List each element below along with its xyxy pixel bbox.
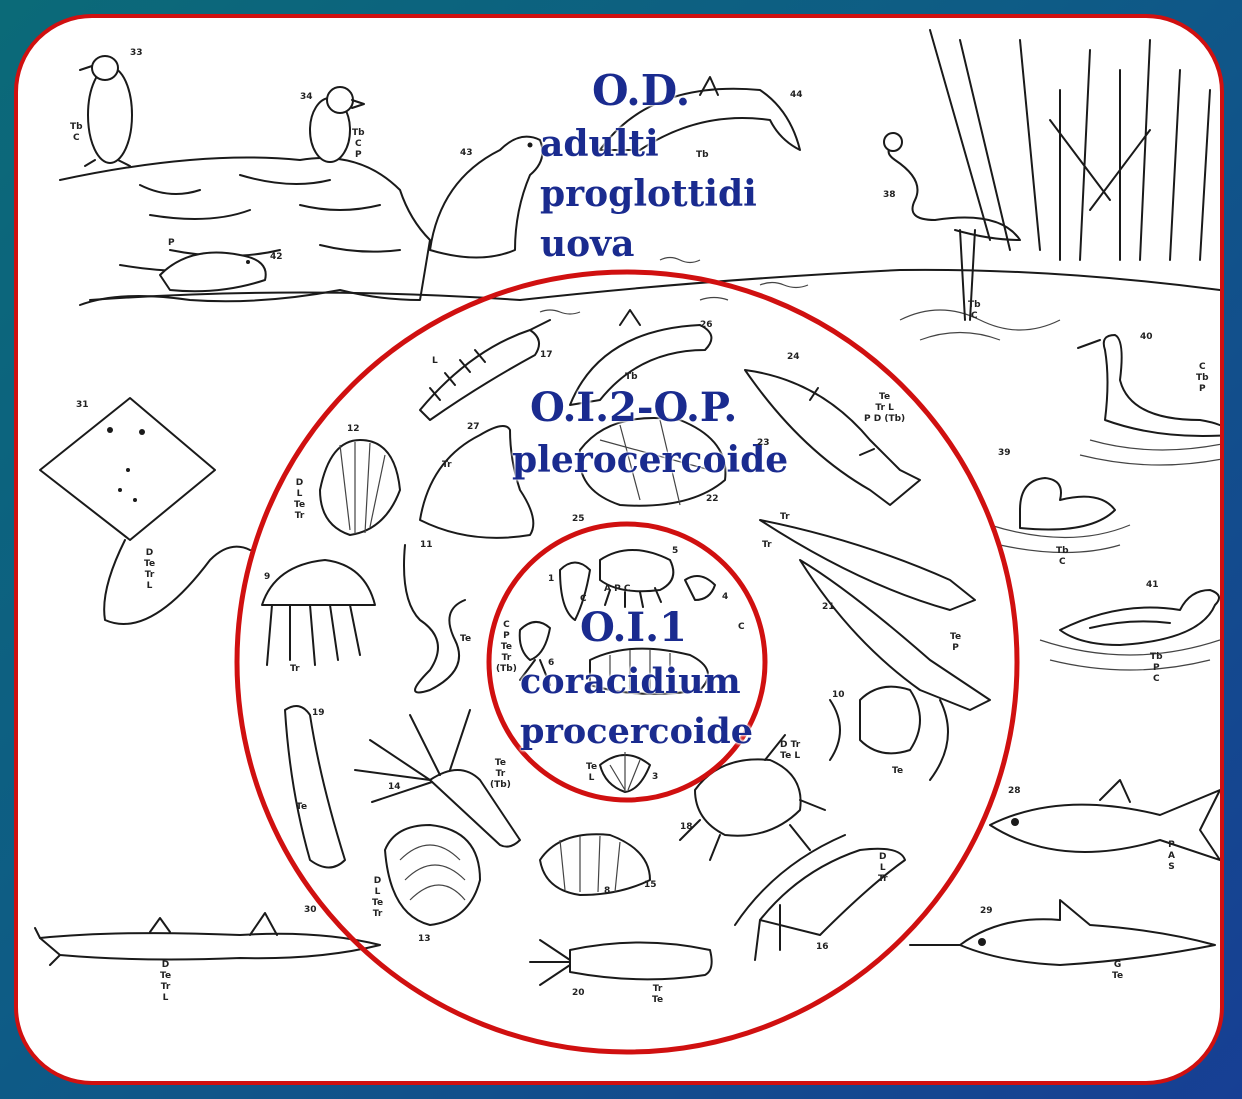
duck-figure: [990, 478, 1130, 553]
ratfish-figure: [910, 900, 1215, 965]
organism-host-codes-22: Tr: [762, 540, 772, 551]
organism-number-10: 10: [832, 690, 845, 701]
organism-host-codes-5: A P C: [604, 584, 630, 595]
organism-host-codes-17: L: [432, 356, 438, 367]
organism-number-19: 19: [312, 708, 325, 719]
organism-number-21: 21: [822, 602, 835, 613]
organism-number-31: 31: [76, 400, 89, 411]
organism-host-codes-3: Te L: [586, 762, 597, 784]
organism-host-codes-19: Te: [296, 802, 307, 813]
organism-number-30: 30: [304, 905, 317, 916]
organism-host-codes-21: Te P: [950, 632, 961, 654]
inner-zone-line-procercoide: procercoide: [520, 714, 753, 749]
organism-number-43: 43: [460, 148, 473, 159]
organism-number-41: 41: [1146, 580, 1159, 591]
organism-host-codes-33: Tb C: [70, 122, 83, 144]
shark-figure: [35, 913, 380, 965]
organism-number-29: 29: [980, 906, 993, 917]
organism-host-codes-1: C: [580, 594, 587, 605]
organism-number-9: 9: [264, 572, 270, 583]
organism-host-codes-38: Tb C: [968, 300, 981, 322]
outer-zone-title: O.D.: [592, 70, 690, 112]
organism-number-12: 12: [347, 424, 360, 435]
organism-host-codes-9: Tr: [290, 664, 300, 675]
organism-number-5: 5: [672, 546, 678, 557]
organism-host-codes-41: Tb P C: [1150, 652, 1163, 685]
organism-number-18: 18: [680, 822, 693, 833]
organism-number-39: 39: [998, 448, 1011, 459]
bonito-figure: [990, 780, 1220, 860]
inner-zone-line-coracidium: coracidium: [520, 664, 741, 699]
organism-host-codes-20: Tr Te: [652, 984, 663, 1006]
organism-host-codes-31: D Te Tr L: [144, 548, 155, 592]
organism-host-codes-44: Tb: [696, 150, 709, 161]
sea-lion-figure: [430, 137, 542, 258]
organism-host-codes-13: D L Te Tr: [372, 876, 383, 920]
organism-number-4: 4: [722, 592, 728, 603]
organism-host-codes-28: P A S: [1168, 840, 1175, 873]
penguin-figure: [80, 56, 132, 166]
organism-host-codes-18: D Tr Te L: [780, 740, 800, 762]
organism-number-11: 11: [420, 540, 433, 551]
organism-number-13: 13: [418, 934, 431, 945]
organism-host-codes-11: Te: [460, 634, 471, 645]
organism-number-6: 6: [548, 658, 554, 669]
loon-figure: [1040, 590, 1220, 670]
organism-host-codes-30: D Te Tr L: [160, 960, 171, 1004]
outer-zone-line-proglottidi: proglottidi: [540, 176, 757, 212]
grebe-figure: [1078, 335, 1240, 465]
organism-host-codes-10: Te: [892, 766, 903, 777]
organism-host-codes-4: C: [738, 622, 745, 633]
organism-host-codes-15: 8: [604, 886, 610, 897]
organism-host-codes-40: C Tb P: [1196, 362, 1209, 395]
organism-number-3: 3: [652, 772, 658, 783]
organism-number-25: 25: [572, 514, 585, 525]
otter-figure: [160, 253, 266, 292]
organism-host-codes-24: Te Tr L P D (Tb): [864, 392, 905, 425]
organism-host-codes-16: D L Tr: [878, 852, 888, 885]
organism-host-codes-42: P: [168, 238, 175, 249]
organism-host-codes-27: Tr: [442, 460, 452, 471]
organism-host-codes-23: Tr: [780, 512, 790, 523]
flamingo-figure: [884, 133, 1020, 320]
organism-number-20: 20: [572, 988, 585, 999]
middle-zone-subtitle: plerocercoide: [512, 442, 788, 478]
organism-number-28: 28: [1008, 786, 1021, 797]
organism-number-22: 22: [706, 494, 719, 505]
organism-number-27: 27: [467, 422, 480, 433]
organism-number-16: 16: [816, 942, 829, 953]
inner-zone-title: O.I.1: [580, 608, 687, 648]
organism-number-38: 38: [883, 190, 896, 201]
outer-zone-line-adulti: adulti: [540, 126, 659, 162]
middle-zone-title: O.I.2-O.P.: [530, 388, 737, 428]
organism-host-codes-29: G Te: [1112, 960, 1123, 982]
organism-number-26: 26: [700, 320, 713, 331]
organism-number-40: 40: [1140, 332, 1153, 343]
organism-number-24: 24: [787, 352, 800, 363]
organism-host-codes-39: Tb C: [1056, 546, 1069, 568]
organism-number-34: 34: [300, 92, 313, 103]
organism-number-17: 17: [540, 350, 553, 361]
outer-zone-line-uova: uova: [540, 226, 634, 262]
reeds: [930, 30, 1210, 260]
organism-number-23: 23: [757, 438, 770, 449]
organism-number-15: 15: [644, 880, 657, 891]
organism-host-codes-26: Tb: [625, 372, 638, 383]
organism-number-1: 1: [548, 574, 554, 585]
organism-host-codes-6: C P Te Tr (Tb): [496, 620, 517, 675]
organism-host-codes-34: Tb C P: [352, 128, 365, 161]
organism-host-codes-12: D L Te Tr: [294, 478, 305, 522]
organism-number-14: 14: [388, 782, 401, 793]
organism-host-codes-14: Te Tr (Tb): [490, 758, 511, 791]
organism-number-44: 44: [790, 90, 803, 101]
organism-number-42: 42: [270, 252, 283, 263]
organism-number-33: 33: [130, 48, 143, 59]
